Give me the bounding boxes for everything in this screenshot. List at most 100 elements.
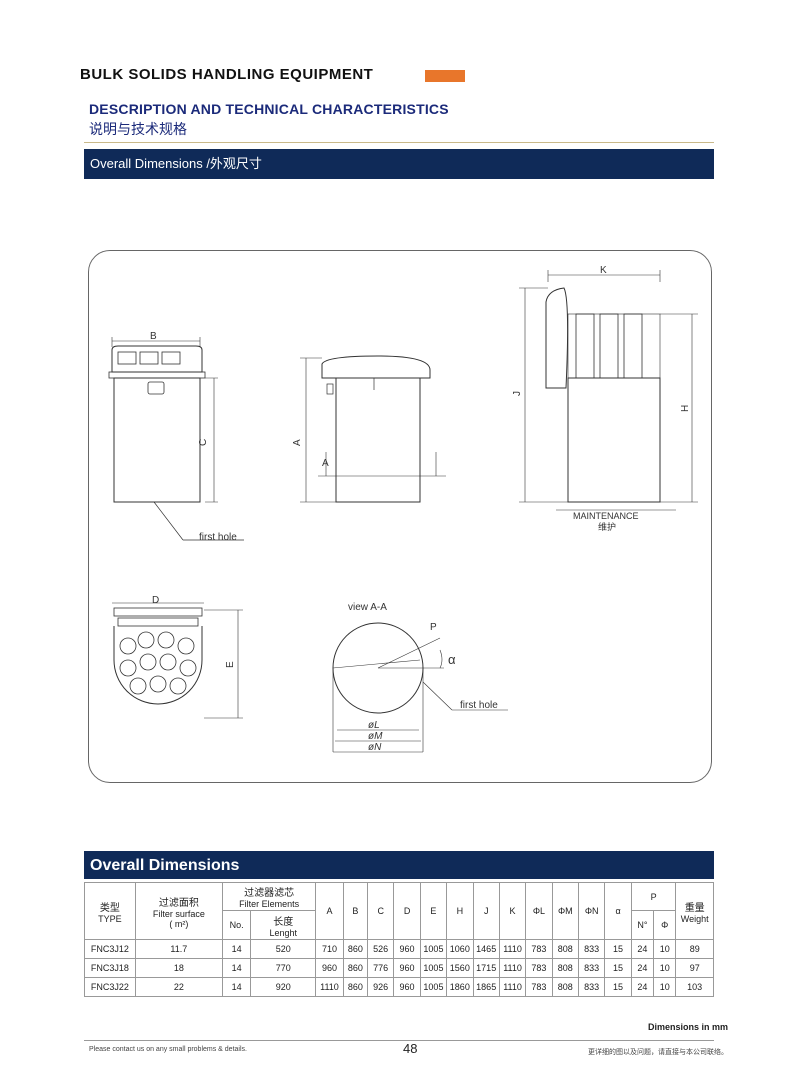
table-cell: 1060 [446, 939, 474, 959]
table-cell: 103 [675, 977, 714, 997]
table-cell: 14 [221, 958, 252, 978]
table-cell: 926 [366, 977, 395, 997]
col-b-header: B [342, 882, 369, 940]
brand-accent-bar [425, 70, 465, 82]
dim-label-k: K [600, 265, 607, 276]
footer-contact-note-cn: 更详细的图以及问题，请直接与本公司联络。 [588, 1049, 728, 1056]
table-cell: 960 [393, 939, 421, 959]
table-cell: 808 [551, 939, 580, 959]
maintenance-view [519, 270, 698, 511]
table-cell: 808 [551, 958, 580, 978]
dim-label-a-top: A [292, 439, 303, 446]
col-alpha-header: α [604, 882, 632, 940]
table-cell: 920 [250, 977, 317, 997]
technical-drawing: B C A A J K H D E P α øL øM øN first hol… [108, 265, 698, 753]
col-c-header: C [366, 882, 395, 940]
dim-label-j: J [512, 391, 523, 396]
table-cell: 1005 [419, 939, 448, 959]
section-view [332, 622, 508, 753]
dim-label-alpha: α [448, 652, 456, 667]
table-cell: 776 [366, 958, 395, 978]
table-cell: 833 [577, 977, 606, 997]
col-l-header: ΦL [525, 882, 553, 940]
subtitle-cn: 说明与技术规格 [89, 121, 187, 137]
table-cell: 526 [366, 939, 395, 959]
table-cell: 24 [630, 939, 655, 959]
table-cell: 22 [134, 977, 223, 997]
table-cell: 1560 [446, 958, 474, 978]
dim-label-c: C [198, 439, 209, 446]
dim-label-b: B [150, 331, 157, 342]
col-m-header: ΦM [551, 882, 580, 940]
table-cell: 1110 [498, 958, 527, 978]
table-cell: 1465 [472, 939, 500, 959]
side-view [300, 355, 446, 503]
dim-label-phi-l: øL [368, 720, 380, 731]
maintenance-label-cn: 维护 [598, 521, 616, 532]
table-cell: 833 [577, 958, 606, 978]
table-cell: 783 [525, 958, 553, 978]
table-cell: 1110 [315, 977, 344, 997]
col-e-header: E [419, 882, 448, 940]
table-cell: 770 [250, 958, 317, 978]
table-cell: 808 [551, 977, 580, 997]
col-p-n-header: N° [630, 910, 655, 940]
table-cell: 10 [653, 977, 677, 997]
dim-label-a-bottom: A [322, 458, 329, 469]
drawing-frame [88, 250, 712, 783]
col-p-phi-header: Φ [653, 910, 677, 940]
table-cell: FNC3J18 [84, 958, 136, 978]
maintenance-label: MAINTENANCE [573, 511, 639, 521]
table-cell: 960 [315, 958, 344, 978]
table-cell: 1715 [472, 958, 500, 978]
dimensions-note: Dimensions in mm [648, 1022, 729, 1032]
table-cell: 520 [250, 939, 317, 959]
col-k-header: K [498, 882, 527, 940]
dim-label-h: H [680, 405, 691, 412]
table-cell: 15 [604, 958, 632, 978]
table-cell: 11.7 [134, 939, 223, 959]
table-cell: 1005 [419, 977, 448, 997]
table-cell: 860 [342, 958, 369, 978]
table-cell: 1860 [446, 977, 474, 997]
col-n-header: ΦN [577, 882, 606, 940]
dim-label-phi-m: øM [368, 731, 383, 742]
table-cell: 1110 [498, 939, 527, 959]
top-view [112, 602, 243, 719]
subtitle-en: DESCRIPTION AND TECHNICAL CHARACTERISTIC… [89, 101, 449, 117]
table-cell: FNC3J22 [84, 977, 136, 997]
front-view [108, 337, 244, 541]
dim-label-e: E [225, 661, 236, 668]
table-cell: 960 [393, 977, 421, 997]
table-cell: 10 [653, 939, 677, 959]
header-divider [84, 142, 714, 143]
col-no-header: No. [221, 910, 252, 940]
table-cell: 783 [525, 977, 553, 997]
dim-label-phi-n: øN [368, 742, 382, 753]
first-hole-label-2: first hole [460, 700, 498, 711]
brand-title: BULK SOLIDS HANDLING EQUIPMENT [80, 66, 374, 83]
table-cell: 710 [315, 939, 344, 959]
table-cell: 14 [221, 939, 252, 959]
table-cell: 1005 [419, 958, 448, 978]
table-cell: 97 [675, 958, 714, 978]
table-cell: 14 [221, 977, 252, 997]
section-banner-dimensions: Overall Dimensions /外观尺寸 [84, 149, 714, 179]
table-cell: 1865 [472, 977, 500, 997]
page-number: 48 [403, 1041, 418, 1056]
table-cell: 860 [342, 939, 369, 959]
table-cell: 833 [577, 939, 606, 959]
table-cell: 860 [342, 977, 369, 997]
table-cell: 1110 [498, 977, 527, 997]
table-cell: 10 [653, 958, 677, 978]
table-cell: FNC3J12 [84, 939, 136, 959]
dim-label-p: P [430, 622, 437, 633]
